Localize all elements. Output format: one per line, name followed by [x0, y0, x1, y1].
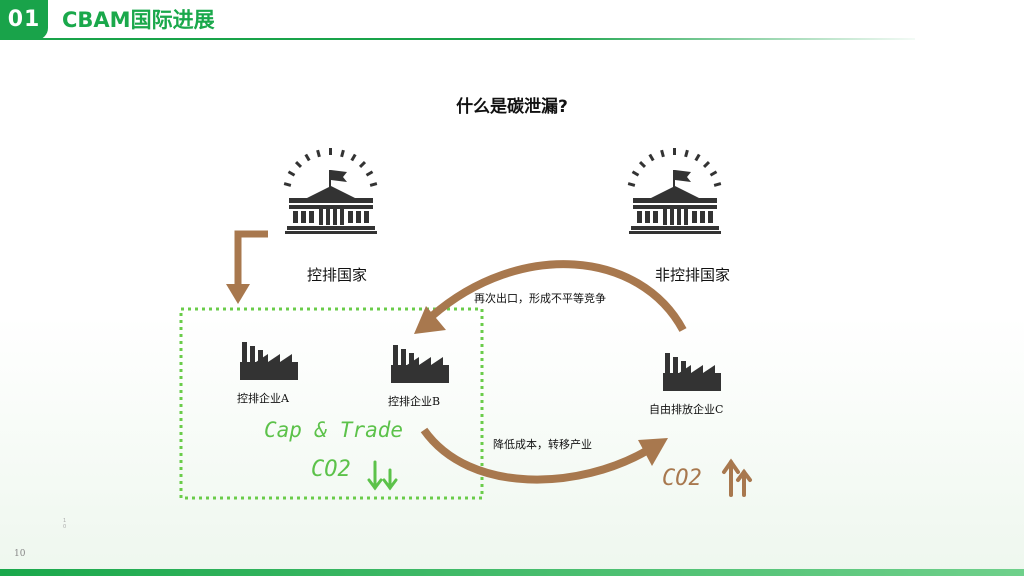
- diagram-question: 什么是碳泄漏?: [456, 97, 568, 117]
- company-b-label: 控排企业B: [388, 395, 441, 408]
- slide-mark: 1 0: [63, 518, 67, 530]
- relocation-arrow: [420, 427, 651, 484]
- relocation-label: 降低成本，转移产业: [493, 438, 592, 451]
- policy-arrow: [234, 230, 268, 286]
- government-building-icon-right: [611, 140, 739, 244]
- re-export-label: 再次出口，形成不平等竞争: [474, 292, 606, 305]
- factory-b-icon: [389, 343, 451, 385]
- footer-bar: [0, 569, 1024, 576]
- co2-increase-label: CO2: [662, 466, 702, 491]
- section-number-badge: 01: [0, 0, 48, 40]
- uncontrolled-country-label: 非控排国家: [655, 266, 731, 284]
- government-building-icon: [283, 148, 378, 234]
- government-building-icon: [627, 148, 722, 234]
- co2-up-arrows-icon: [722, 458, 752, 497]
- relocation-arrow-head: [638, 438, 668, 466]
- policy-arrow-head: [226, 284, 250, 304]
- page-title: CBAM国际进展: [62, 8, 215, 32]
- factory-a-icon: [238, 340, 300, 382]
- page-number: 10: [14, 549, 26, 559]
- co2-down-arrows-icon: [367, 460, 398, 491]
- controlled-country-label: 控排国家: [307, 266, 368, 284]
- header-divider: [0, 38, 915, 40]
- company-c-label: 自由排放企业C: [649, 403, 724, 416]
- government-building-icon-left: [267, 140, 395, 244]
- company-a-label: 控排企业A: [237, 392, 289, 405]
- factory-c-icon: [661, 351, 723, 393]
- re-export-arrow: [429, 260, 687, 332]
- co2-decrease-label: CO2: [311, 457, 351, 482]
- cap-and-trade-label: Cap & Trade: [264, 418, 404, 442]
- re-export-arrow-head: [414, 306, 446, 334]
